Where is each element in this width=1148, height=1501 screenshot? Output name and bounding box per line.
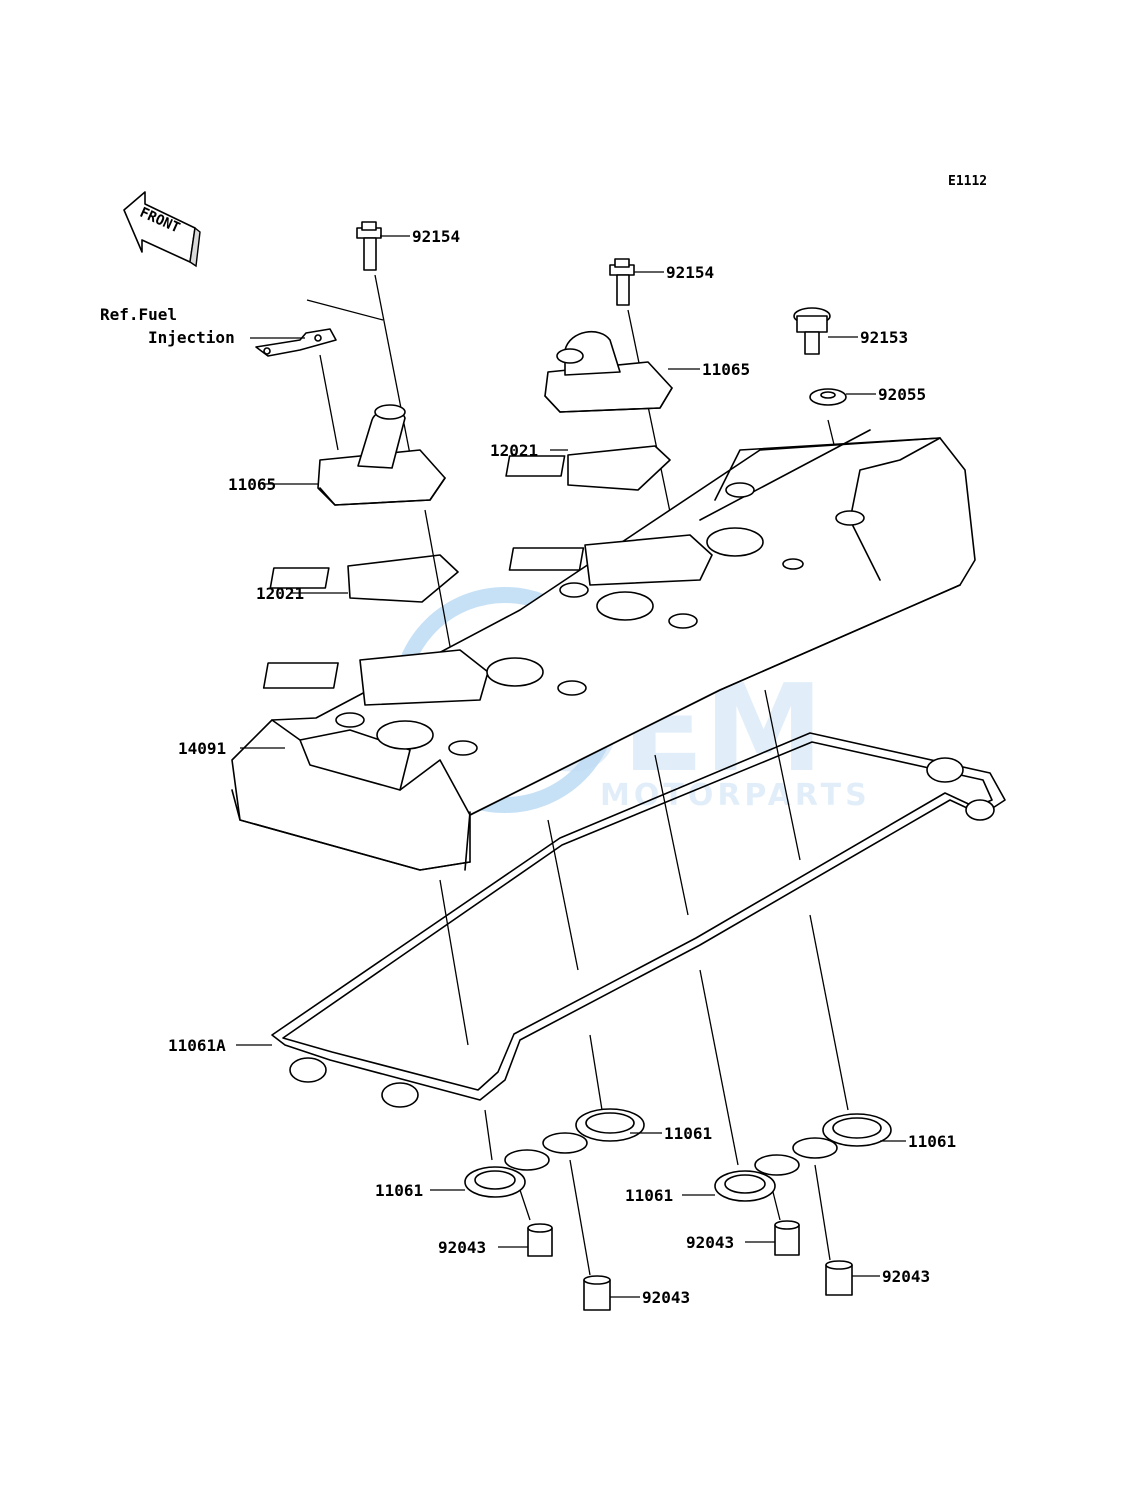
label-gasket-plate-left: 12021: [256, 584, 304, 603]
label-bolt-top-right: 92153: [860, 328, 908, 347]
label-breather-right: 11065: [702, 360, 750, 379]
label-washer: 92055: [878, 385, 926, 404]
dowel-c: [774, 1220, 800, 1256]
label-head-cover-gasket: 11061A: [168, 1036, 226, 1055]
label-head-cover: 14091: [178, 739, 226, 758]
watermark-sub: MOTORPARTS: [600, 778, 871, 813]
label-bolt-right: 92154: [666, 263, 714, 282]
gasket-plate-left: [269, 554, 459, 603]
label-plug-gasket-c: 11061: [908, 1132, 956, 1151]
label-plug-gasket-d: 11061: [625, 1186, 673, 1205]
dowel-a: [527, 1223, 553, 1257]
cylinder-head-cover: [231, 429, 976, 871]
label-plug-gasket-a: 11061: [664, 1124, 712, 1143]
gasket-plate-right: [505, 445, 671, 491]
label-dowel-d: 92043: [882, 1267, 930, 1286]
dowel-b: [583, 1275, 611, 1311]
washer-92055: [809, 388, 847, 406]
label-bolt-left: 92154: [412, 227, 460, 246]
label-breather-left: 11065: [228, 475, 276, 494]
label-dowel-a: 92043: [438, 1238, 486, 1257]
front-arrow-icon: FRONT: [123, 191, 201, 268]
label-plug-gasket-b: 11061: [375, 1181, 423, 1200]
dowel-d: [825, 1260, 853, 1296]
diagram-code: E1112: [948, 174, 987, 189]
breather-cover-right: [544, 331, 673, 413]
label-dowel-c: 92043: [686, 1233, 734, 1252]
bracket-part: [255, 328, 337, 357]
head-cover-gasket: [271, 732, 1006, 1108]
ref-label-line1: Ref.Fuel: [100, 305, 177, 324]
breather-cover-left: [317, 404, 446, 506]
ref-label-line2: Injection: [148, 328, 235, 347]
label-dowel-b: 92043: [642, 1288, 690, 1307]
bolt-92153: [793, 307, 831, 355]
plug-gasket-set-left: [464, 1108, 645, 1198]
label-gasket-plate-right: 12021: [490, 441, 538, 460]
plug-gasket-set-right: [714, 1113, 892, 1202]
bolt-92154-right: [609, 258, 635, 306]
bolt-92154-left: [356, 221, 382, 271]
